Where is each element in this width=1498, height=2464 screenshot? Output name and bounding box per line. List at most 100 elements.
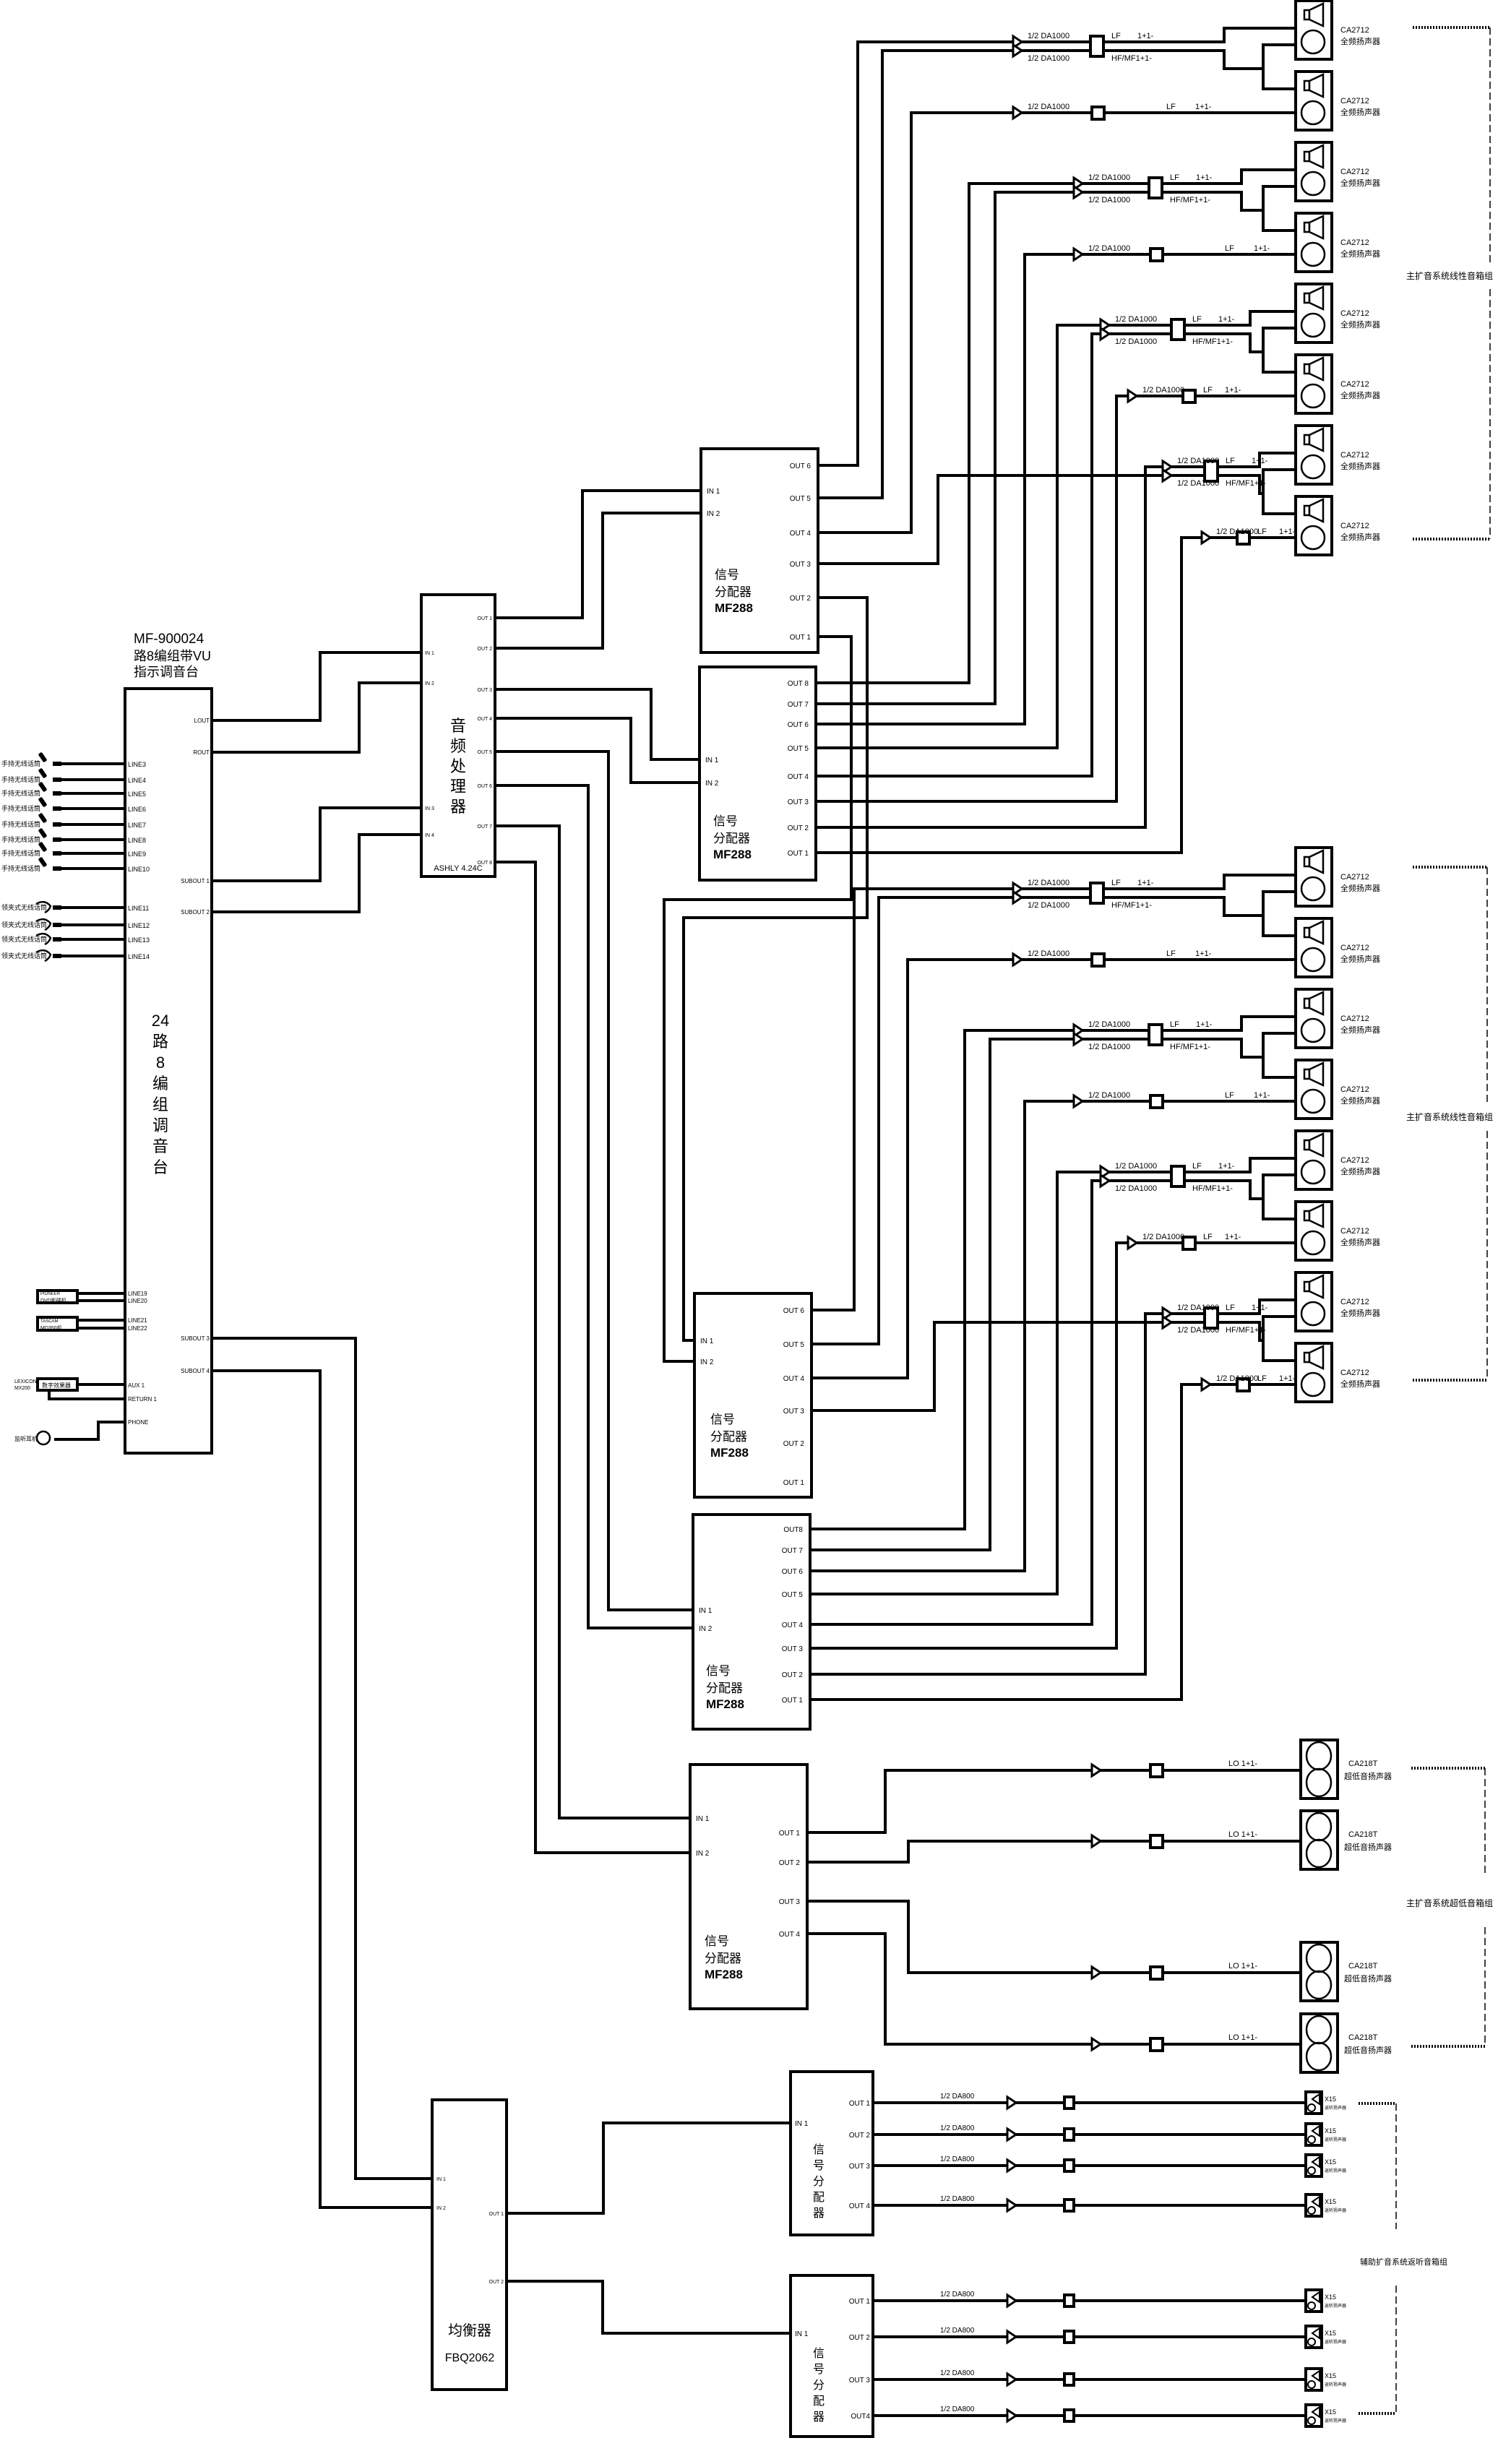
amplifier-label: 1/2 DA1000 bbox=[1115, 337, 1157, 346]
lo-label: LO 1+1- bbox=[1228, 2033, 1257, 2042]
terminal-block-icon bbox=[1148, 1023, 1163, 1046]
handheld-mic-icon bbox=[38, 842, 47, 852]
speaker-type: 返听扬声器 bbox=[1325, 2382, 1346, 2387]
amplifier-icon bbox=[1012, 881, 1024, 897]
amplifier-icon bbox=[1161, 468, 1174, 483]
distributor-name: 信号 bbox=[706, 1664, 731, 1678]
distributor-name: 分配器 bbox=[710, 1430, 747, 1444]
speaker-type: 全频扬声器 bbox=[1340, 1308, 1380, 1318]
signal-cable bbox=[810, 1029, 1075, 1530]
woofer-icon bbox=[1307, 2380, 1316, 2389]
distributor-output-port: OUT 1 bbox=[782, 1697, 804, 1705]
distributor-output-port: OUT 5 bbox=[783, 1341, 805, 1349]
woofer-icon bbox=[1305, 1838, 1333, 1869]
terminal-block-icon bbox=[1149, 1834, 1164, 1849]
monitor-distributor-box bbox=[789, 2274, 874, 2438]
amplifier-label: 1/2 DA1000 bbox=[1115, 1184, 1157, 1193]
monitor-speaker-box bbox=[1304, 2403, 1323, 2428]
mixer-input-port: LINE7 bbox=[128, 822, 146, 829]
wire bbox=[495, 717, 700, 784]
polarity-label: 1+1- bbox=[1252, 457, 1268, 465]
distributor-output-port: OUT 6 bbox=[783, 1307, 805, 1315]
monitor-speaker-box bbox=[1304, 2090, 1323, 2115]
processor-name-char: 频 bbox=[450, 737, 466, 755]
signal-cable bbox=[812, 1321, 1164, 1412]
distributor-name: 分配器 bbox=[713, 832, 750, 845]
fx-brand: LEXICON bbox=[14, 1379, 37, 1384]
amplifier-icon bbox=[1090, 1965, 1103, 1981]
distributor-output-port: OUT 1 bbox=[779, 1830, 801, 1838]
amplifier-icon bbox=[1161, 1306, 1174, 1322]
speaker-model: CA2712 bbox=[1340, 1227, 1369, 1236]
speaker-model: CA2712 bbox=[1340, 168, 1369, 176]
equalizer-name: 均衡器 bbox=[448, 2322, 491, 2339]
handheld-mic-icon bbox=[38, 768, 47, 778]
amplifier-icon bbox=[1006, 2158, 1018, 2174]
xlr-plug-icon bbox=[53, 806, 61, 811]
terminal-block-icon bbox=[1149, 1965, 1164, 1981]
hf-label: HF/MF1+1- bbox=[1111, 901, 1152, 910]
speaker-type: 全频扬声器 bbox=[1340, 1166, 1380, 1176]
amplifier-icon bbox=[1012, 889, 1024, 905]
processor-input-port: IN 1 bbox=[425, 651, 434, 656]
signal-cable bbox=[816, 324, 1102, 749]
amplifier-label: 1/2 DA800 bbox=[940, 2093, 975, 2101]
signal-cable bbox=[810, 1312, 1164, 1676]
signal-cable bbox=[810, 1171, 1102, 1595]
signal-distributor-box bbox=[692, 1513, 812, 1731]
distributor-output-port: OUT 4 bbox=[790, 530, 812, 538]
woofer-icon bbox=[1300, 1301, 1326, 1327]
amplifier-label: 1/2 DA800 bbox=[940, 2155, 975, 2163]
terminal-block-icon bbox=[1149, 1094, 1164, 1109]
speaker-model: X15 bbox=[1325, 2095, 1336, 2103]
woofer-icon bbox=[1300, 1230, 1326, 1256]
speaker-type: 返听扬声器 bbox=[1325, 2168, 1346, 2174]
distributor-output-port: OUT 2 bbox=[779, 1859, 801, 1867]
signal-cable bbox=[810, 1241, 1129, 1650]
mixer-input-port: LINE22 bbox=[128, 1325, 147, 1332]
mic-source-label: 手持无线话筒 bbox=[1, 759, 40, 767]
mic-source-label: 领夹式无线话筒 bbox=[1, 952, 47, 960]
dvd-player-box bbox=[36, 1289, 79, 1304]
speaker-model: CA218T bbox=[1348, 1962, 1378, 1970]
distributor-output-port: OUT 5 bbox=[790, 495, 812, 503]
speaker-model: CA2712 bbox=[1340, 238, 1369, 247]
amplifier-label: 1/2 DA1000 bbox=[1088, 1091, 1130, 1100]
mixer-label-char: 台 bbox=[152, 1158, 168, 1176]
amplifier-icon bbox=[1006, 2408, 1018, 2424]
speaker-model: CA2712 bbox=[1340, 873, 1369, 882]
mixer-output-port: LOUT bbox=[194, 718, 210, 724]
processor-input-port: IN 3 bbox=[425, 806, 434, 811]
amplifier-icon bbox=[1006, 2329, 1018, 2345]
horn-driver-icon bbox=[1311, 2369, 1320, 2382]
distributor-input-port: IN 1 bbox=[795, 2120, 809, 2128]
wire bbox=[682, 596, 869, 1342]
headphone-icon bbox=[35, 1430, 51, 1446]
distributor-output-port: OUT 2 bbox=[790, 595, 812, 603]
speaker-type: 超低音扬声器 bbox=[1344, 1973, 1392, 1983]
woofer-icon bbox=[1300, 1017, 1326, 1043]
amplifier-label: 1/2 DA1000 bbox=[1028, 103, 1069, 111]
speaker-type: 全频扬声器 bbox=[1340, 249, 1380, 259]
horn-driver-icon bbox=[1311, 2327, 1320, 2340]
lavalier-mic-icon bbox=[35, 949, 52, 962]
amplifier-icon bbox=[1127, 1235, 1139, 1251]
woofer-icon bbox=[1300, 241, 1326, 267]
woofer-icon bbox=[1300, 100, 1326, 126]
speaker-model: CA2712 bbox=[1340, 451, 1369, 460]
group-label: 辅助扩音系统返听音箱组 bbox=[1360, 2257, 1447, 2267]
amplifier-label: 1/2 DA1000 bbox=[1088, 1043, 1130, 1051]
speaker-type: 返听扬声器 bbox=[1325, 2339, 1346, 2345]
woofer-icon bbox=[1307, 2416, 1316, 2425]
distributor-input-port: IN 1 bbox=[699, 1607, 713, 1615]
group-label: 主扩音系统线性音箱组 bbox=[1406, 1111, 1493, 1122]
equalizer-output-port: OUT 1 bbox=[489, 2212, 504, 2217]
polarity-label: 1+1- bbox=[1195, 103, 1212, 111]
terminal-block-icon bbox=[1063, 2372, 1075, 2387]
woofer-icon bbox=[1300, 171, 1326, 197]
equalizer-model: FBQ2062 bbox=[445, 2352, 495, 2364]
lf-label: LF bbox=[1203, 1233, 1213, 1241]
lf-label: LF bbox=[1111, 879, 1121, 887]
mixer-input-port: LINE10 bbox=[128, 866, 150, 873]
amplifier-label: 1/2 DA800 bbox=[940, 2195, 975, 2203]
